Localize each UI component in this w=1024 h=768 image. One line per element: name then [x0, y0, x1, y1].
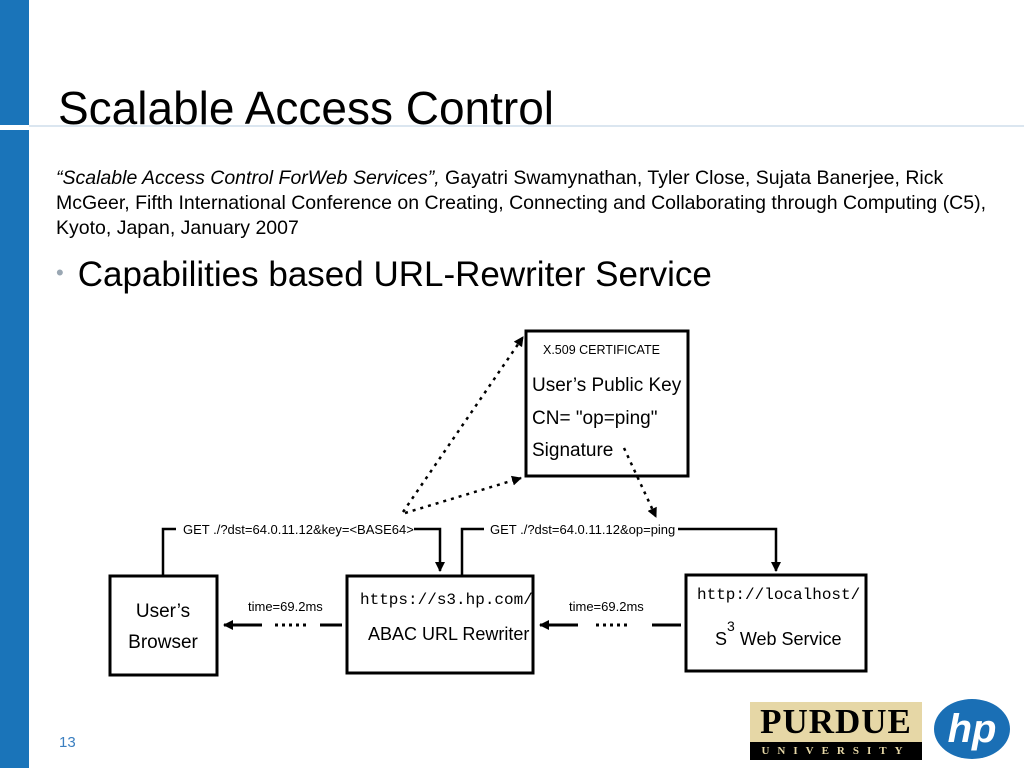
citation-paper-title: “Scalable Access Control ForWeb Services…: [56, 167, 440, 189]
browser-label-line1: User’s: [136, 601, 190, 622]
webservice-label-text: Web Service: [735, 629, 842, 649]
page-number: 13: [59, 734, 76, 751]
rewriter-url: https://s3.hp.com/: [360, 591, 533, 609]
citation-details: Gayatri Swamynathan, Tyler Close, Sujata…: [56, 167, 987, 239]
browser-label-line2: Browser: [128, 632, 198, 653]
purdue-logo-name: PURDUE: [760, 702, 912, 741]
webservice-superscript: 3: [727, 618, 735, 634]
request-label-right-bg: [484, 519, 678, 539]
webservice-url: http://localhost/: [697, 586, 860, 604]
request-label-left: GET ./?dst=64.0.11.12&key=<BASE64>: [183, 522, 414, 537]
title-divider: [29, 125, 1024, 127]
certificate-header: X.509 CERTIFICATE: [543, 343, 660, 357]
request-label-right: GET ./?dst=64.0.11.12&op=ping: [490, 522, 675, 537]
hp-logo: hp: [934, 699, 1010, 759]
browser-box: [108, 574, 219, 677]
key-to-certificate-arrow-top: [401, 336, 525, 513]
webservice-box: [684, 573, 868, 673]
webservice-s: S: [715, 629, 727, 649]
certificate-signature: Signature: [532, 440, 613, 461]
hp-logo-circle: [934, 699, 1010, 759]
rewriter-box: [345, 574, 535, 675]
certificate-public-key: User’s Public Key: [532, 375, 682, 396]
certificate-box: [524, 329, 690, 478]
hp-logo-text: hp: [948, 707, 997, 751]
time-label-left: time=69.2ms: [248, 599, 323, 614]
certificate-cn: CN= "op=ping": [532, 408, 657, 429]
request-label-left-bg: [176, 519, 414, 539]
accent-bar-notch: [0, 125, 29, 130]
rewriter-label: ABAC URL Rewriter: [368, 624, 529, 644]
bullet-text: Capabilities based URL-Rewriter Service: [77, 255, 712, 294]
bullet-icon: •: [56, 260, 64, 285]
purdue-logo-strip: [750, 742, 922, 760]
bullet-item: • Capabilities based URL-Rewriter Service: [56, 253, 712, 301]
citation: “Scalable Access Control ForWeb Services…: [56, 166, 996, 241]
slide-title: Scalable Access Control: [58, 82, 555, 134]
purdue-logo-subtitle: UNIVERSITY: [761, 745, 911, 757]
time-label-right: time=69.2ms: [569, 599, 644, 614]
webservice-label: S3 Web Service: [715, 618, 842, 649]
purdue-logo: PURDUE UNIVERSITY: [750, 702, 922, 760]
